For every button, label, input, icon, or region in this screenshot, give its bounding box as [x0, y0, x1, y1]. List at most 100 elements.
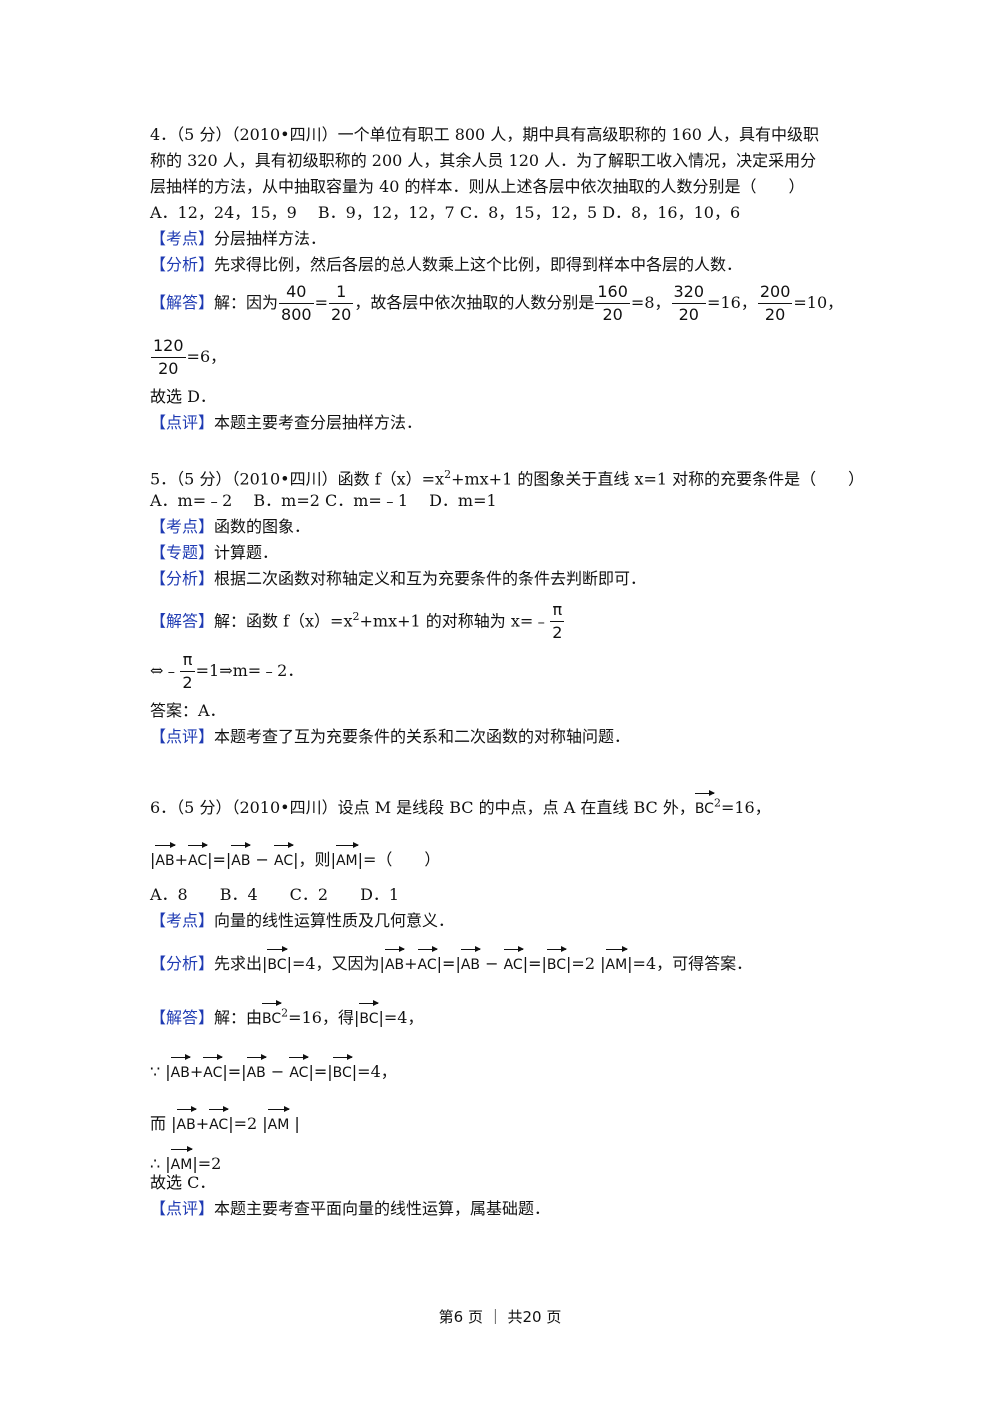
step-text: ⇔﹣ [150, 661, 180, 680]
vector-bc: BC [694, 790, 716, 820]
jieda-text: =4， [383, 1008, 424, 1027]
denominator: 20 [602, 305, 623, 324]
jieda-tag: 【解答】 [150, 1008, 215, 1027]
vector-bc: BC [332, 1054, 353, 1084]
abs-bar: | [171, 1114, 177, 1133]
abs-bar: | [351, 1062, 358, 1081]
q4-line-3: 层抽样的方法，从中抽取容量为 40 的样本．则从上述各层中依次抽取的人数分别是（… [150, 177, 805, 196]
numerator: 200 [757, 281, 793, 304]
numerator: π [180, 649, 195, 672]
vector-ac: AC [187, 842, 209, 872]
vector-bc: BC [262, 1000, 283, 1030]
q4-line-1: 4．（5 分）（2010•四川）一个单位有职工 800 人，期中具有高级职称的 … [150, 125, 820, 144]
dianping-text: 本题主要考查平面向量的线性运算，属基础题． [214, 1199, 551, 1218]
vector-ab: AB [231, 842, 252, 872]
q5-dianping: 【点评】本题考查了互为充要条件的关系和二次函数的对称轴问题． [150, 726, 630, 748]
jieda-tag: 【解答】 [150, 293, 215, 312]
q6-kaodian: 【考点】向量的线性运算性质及几何意义． [150, 910, 454, 932]
abs-bar: | [165, 1154, 171, 1173]
q6-therefore: ∴ |AM|=2 [150, 1146, 221, 1176]
q6-because: ∵ |AB+AC|=|AB − AC|=|BC|=4， [150, 1054, 397, 1084]
superscript: 2 [352, 610, 360, 623]
q6-text: =16， [720, 798, 771, 817]
abs-bar: | [293, 850, 299, 869]
vector-ac: AC [417, 946, 438, 976]
q4-kaodian: 【考点】分层抽样方法． [150, 228, 326, 250]
kaodian-text: 向量的线性运算性质及几何意义． [214, 911, 455, 930]
numerator: π [550, 599, 565, 623]
q4-answer: 故选 D． [150, 387, 216, 406]
vector-am: AM [335, 842, 359, 872]
abs-bar: | [566, 954, 572, 973]
fenxi-tag: 【分析】 [150, 569, 215, 588]
abs-bar: | [353, 1008, 360, 1027]
dianping-text: 本题考查了互为充要条件的关系和二次函数的对称轴问题． [214, 727, 631, 746]
dianping-tag: 【点评】 [150, 727, 215, 746]
q6-fenxi: 【分析】先求出|BC|=4，又因为|AB+AC|=|AB − AC|=|BC|=… [150, 946, 752, 976]
fenxi-tag: 【分析】 [150, 255, 215, 274]
vector-am: AM [267, 1106, 290, 1136]
vector-bc: BC [267, 946, 288, 976]
q6-text: ，则 [298, 850, 331, 869]
because-text: =4， [357, 1062, 397, 1081]
q6-dianping: 【点评】本题主要考查平面向量的线性运算，属基础题． [150, 1198, 550, 1220]
q6-line-2: |AB+AC|=|AB − AC|，则|AM|=（ ） [150, 842, 440, 872]
q6-and: 而 |AB+AC|=2 |AM | [150, 1106, 300, 1136]
vector-ac: AC [209, 1106, 230, 1136]
q6-text: =（ ） [363, 850, 441, 869]
denominator: 800 [281, 305, 312, 324]
denominator: 20 [764, 305, 786, 324]
fenxi-text: 先求出 [214, 954, 263, 973]
jieda-text: 解：函数 f（x）=x [214, 611, 353, 631]
q4-dianping: 【点评】本题主要考查分层抽样方法． [150, 412, 422, 434]
equals-sign: = [314, 293, 328, 312]
jieda-text: =16，得 [288, 1008, 354, 1027]
q5-answer: 答案：A． [150, 701, 226, 720]
q6-line-1: 6．（5 分）（2010•四川）设点 M 是线段 BC 的中点，点 A 在直线 … [150, 790, 771, 820]
fenxi-tag: 【分析】 [150, 954, 215, 973]
q6-options: A．8 B．4 C．2 D．1 [150, 885, 400, 904]
kaodian-tag: 【考点】 [150, 229, 215, 248]
superscript: 2 [281, 1006, 289, 1020]
numerator: 40 [279, 281, 314, 304]
abs-bar: | [357, 850, 363, 869]
result: =10， [793, 293, 844, 312]
numerator: 320 [671, 281, 707, 304]
abs-bar: | [330, 850, 336, 869]
numerator: 1 [328, 281, 354, 304]
abs-bar: | [627, 954, 633, 973]
fenxi-text: =4，又因为 [291, 954, 380, 973]
vector-ac: AC [289, 1054, 310, 1084]
jieda-text: 解：因为 [214, 293, 279, 312]
q4-options: A．12，24，15，9 B．9，12，12，7 C．8，15，12，5 D．8… [150, 203, 741, 222]
denominator: 2 [182, 673, 193, 692]
vector-ab: AB [246, 1054, 267, 1084]
q5-kaodian: 【考点】函数的图象． [150, 516, 310, 538]
jieda-tag: 【解答】 [150, 611, 215, 631]
fenxi-text: =2 [571, 954, 596, 973]
vector-ab: AB [176, 1106, 197, 1136]
abs-bar: | [150, 850, 156, 869]
numerator: 160 [595, 281, 630, 304]
and-text: 而 [150, 1114, 167, 1133]
vector-bc: BC [359, 1000, 380, 1030]
result: =8， [630, 293, 671, 312]
q5-zhuanti: 【专题】计算题． [150, 542, 278, 564]
q5-options: A．m=﹣2 B．m=2 C．m=﹣1 D．m=1 [150, 491, 497, 510]
abs-bar: | [595, 954, 606, 973]
denominator: 2 [552, 623, 563, 643]
q5-text: 5．（5 分）（2010•四川）函数 f（x）=x [150, 469, 445, 489]
numerator: 120 [151, 335, 186, 358]
abs-bar: |=| [207, 850, 232, 869]
q6-answer: 故选 C． [150, 1173, 216, 1192]
abs-bar: |=| [436, 954, 461, 973]
because-symbol: ∵ [150, 1062, 161, 1081]
dianping-text: 本题主要考查分层抽样方法． [214, 413, 423, 432]
abs-bar: |=| [222, 1062, 247, 1081]
zhuanti-text: 计算题． [214, 543, 279, 562]
